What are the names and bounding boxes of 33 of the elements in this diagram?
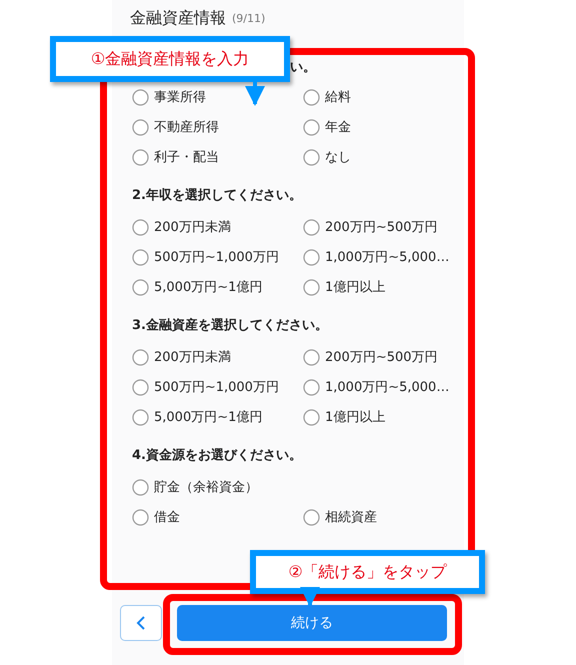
callout-pointer (300, 587, 320, 607)
callout-pointer (245, 80, 265, 106)
question-text: 3.金融資産を選択してください。 (132, 316, 328, 334)
option-label: 事業所得 (154, 89, 206, 106)
callout-box: ②「続ける」をタップ (250, 550, 485, 594)
option-label: 200万円未満 (154, 219, 231, 236)
option-label: 貯金（余裕資金） (154, 479, 258, 496)
option-label: 200万円~500万円 (325, 349, 438, 366)
callout-box: ①金融資産情報を入力 (50, 36, 290, 82)
option-label: 相続資産 (325, 509, 377, 526)
option-label: 200万円~500万円 (325, 219, 438, 236)
question-text: 2.年収を選択してください。 (132, 187, 302, 204)
option-label: 借金 (154, 509, 180, 526)
option-label: 5,000万円~1億円 (154, 279, 262, 296)
continue-button: 続ける (177, 605, 447, 641)
option-label: 500万円~1,000万円 (154, 249, 279, 266)
option-label: 給料 (325, 89, 351, 106)
option-label: 200万円未満 (154, 349, 231, 366)
option-label: 1億円以上 (325, 279, 386, 296)
step-counter: (9/11) (232, 12, 266, 25)
question-text: 4.資金源をお選びください。 (132, 447, 302, 464)
option-label: なし (325, 149, 351, 166)
option-label: 利子・配当 (154, 149, 219, 166)
option-label: 500万円~1,000万円 (154, 379, 279, 396)
page-title: 金融資産情報 (130, 8, 226, 29)
option-label: 不動産所得 (154, 119, 219, 136)
option-label: 1億円以上 (325, 409, 386, 426)
option-label: 5,000万円~1億円 (154, 409, 262, 426)
option-label: 1,000万円~5,000… (325, 379, 450, 396)
option-label: 1,000万円~5,000… (325, 249, 450, 266)
highlight-frame (163, 594, 462, 655)
question-text: い。 (290, 59, 316, 76)
option-label: 年金 (325, 119, 351, 136)
